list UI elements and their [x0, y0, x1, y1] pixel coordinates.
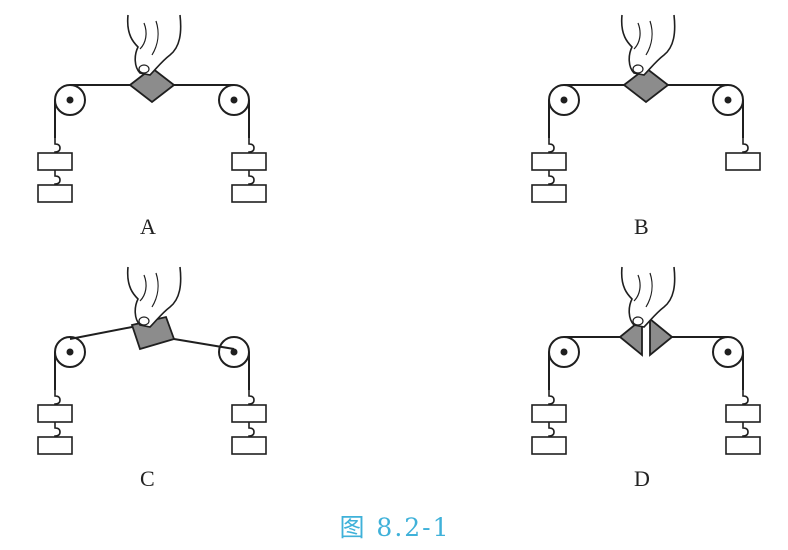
pulley-axle-left — [560, 96, 568, 104]
pulley-axle-right — [230, 96, 238, 104]
hook-right — [742, 422, 749, 437]
string-left — [69, 326, 133, 340]
hand-fingertip — [138, 64, 150, 74]
hook-left — [548, 390, 555, 405]
pulley-axle-right — [230, 348, 238, 356]
pulley-axle-left — [66, 96, 74, 104]
panel-d — [531, 266, 761, 455]
hand-finger-line — [139, 274, 147, 302]
weight-block-left — [37, 436, 73, 455]
paper-card-half-right — [649, 317, 674, 357]
hook-right — [742, 138, 749, 153]
panel-label-b: B — [634, 214, 649, 239]
hook-left — [548, 170, 555, 185]
hand-fingertip — [632, 64, 644, 74]
hand-fingertip — [632, 316, 644, 326]
hook-right — [742, 390, 749, 405]
hand-icon — [126, 266, 182, 328]
weight-block-left — [531, 404, 567, 423]
weight-block-left — [531, 184, 567, 203]
weight-block-right — [725, 152, 761, 171]
hook-left — [54, 138, 61, 153]
weight-block-right — [231, 404, 267, 423]
weight-block-right — [231, 184, 267, 203]
hook-left — [54, 422, 61, 437]
hook-left — [548, 422, 555, 437]
pulley-axle-left — [560, 348, 568, 356]
panel-b — [531, 14, 761, 203]
hook-right — [248, 390, 255, 405]
hand-icon — [126, 14, 182, 76]
paper-card-half-left — [618, 317, 643, 357]
hand-finger-line — [645, 20, 653, 56]
hand-finger-line — [151, 272, 159, 308]
hand-finger-line — [645, 272, 653, 308]
hand-finger-line — [151, 20, 159, 56]
hook-left — [54, 390, 61, 405]
hand-finger-line — [139, 22, 147, 50]
pulley-axle-right — [724, 348, 732, 356]
hand-icon — [620, 14, 676, 76]
panel-label-a: A — [140, 214, 156, 239]
hook-left — [548, 138, 555, 153]
string-right — [173, 338, 235, 350]
panel-a — [37, 14, 267, 203]
panel-label-c: C — [140, 466, 155, 491]
hook-right — [248, 170, 255, 185]
weight-block-left — [37, 184, 73, 203]
panel-c — [37, 266, 267, 455]
hand-icon — [620, 266, 676, 328]
hook-right — [248, 422, 255, 437]
hook-right — [248, 138, 255, 153]
weight-block-left — [531, 436, 567, 455]
hand-finger-line — [633, 22, 641, 50]
hook-left — [54, 170, 61, 185]
weight-block-left — [37, 404, 73, 423]
weight-block-right — [725, 436, 761, 455]
hand-finger-line — [633, 274, 641, 302]
weight-block-left — [37, 152, 73, 171]
weight-block-right — [725, 404, 761, 423]
panel-label-d: D — [634, 466, 650, 491]
weight-block-left — [531, 152, 567, 171]
weight-block-right — [231, 152, 267, 171]
pulley-axle-right — [724, 96, 732, 104]
pulley-axle-left — [66, 348, 74, 356]
weight-block-right — [231, 436, 267, 455]
figure-caption: 图 8.2-1 — [339, 513, 451, 542]
hand-fingertip — [138, 316, 150, 326]
